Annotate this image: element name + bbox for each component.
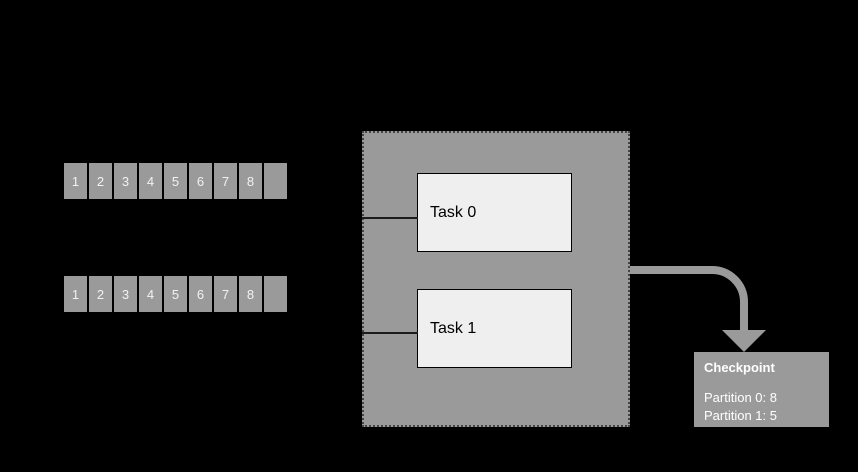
partition-cell: 5 (164, 276, 187, 312)
partition-cell: 1 (64, 276, 87, 312)
partition-0-row: 1 2 3 4 5 6 7 8 (64, 163, 287, 199)
checkpoint-title: Checkpoint (704, 360, 775, 375)
partition-cell: 3 (114, 276, 137, 312)
partition-cell-empty (264, 163, 287, 199)
task-0-connector-line (362, 217, 418, 219)
partition-cell: 2 (89, 276, 112, 312)
checkpoint-entry-partition-0: Partition 0: 8 (704, 390, 777, 405)
partition-cell: 6 (189, 276, 212, 312)
checkpoint-box: Checkpoint Partition 0: 8 Partition 1: 5 (694, 352, 829, 427)
partition-cell: 8 (239, 163, 262, 199)
task-1-box: Task 1 (417, 289, 572, 368)
partition-cell: 8 (239, 276, 262, 312)
partition-cell: 4 (139, 163, 162, 199)
checkpoint-entry-partition-1: Partition 1: 5 (704, 408, 777, 423)
partition-cell: 7 (214, 276, 237, 312)
partition-cell: 2 (89, 163, 112, 199)
partition-cell: 1 (64, 163, 87, 199)
partition-cell: 3 (114, 163, 137, 199)
task-1-label: Task 1 (430, 319, 477, 337)
tasks-container: Task 0 Task 1 (362, 131, 630, 427)
checkpoint-arrow (630, 266, 766, 352)
task-0-label: Task 0 (430, 203, 477, 221)
partition-1-row: 1 2 3 4 5 6 7 8 (64, 276, 287, 312)
task-0-box: Task 0 (417, 173, 572, 252)
partition-cell: 5 (164, 163, 187, 199)
partition-cell: 6 (189, 163, 212, 199)
partition-cell-empty (264, 276, 287, 312)
partition-cell: 7 (214, 163, 237, 199)
partition-cell: 4 (139, 276, 162, 312)
task-1-connector-line (362, 332, 418, 334)
